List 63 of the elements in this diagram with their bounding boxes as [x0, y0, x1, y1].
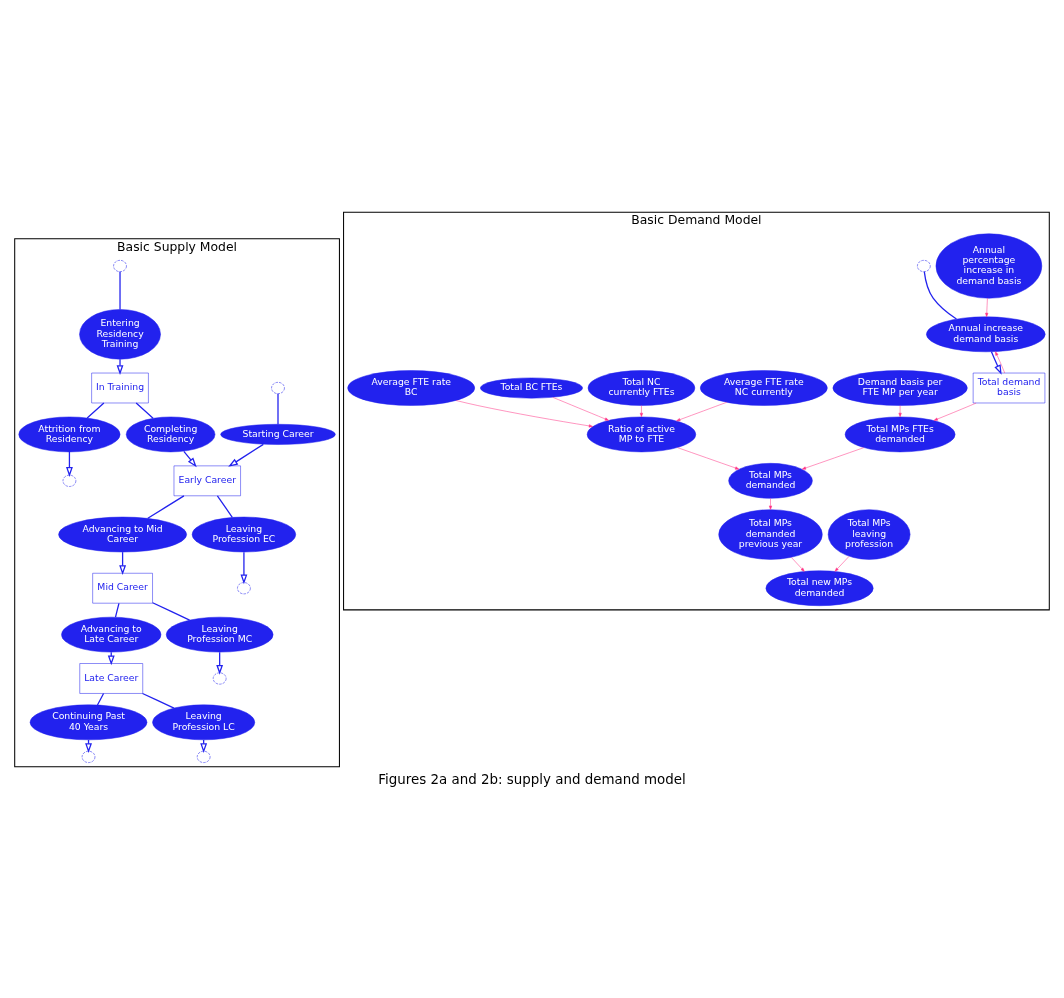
arrow: [834, 556, 850, 572]
connector: [147, 495, 185, 519]
arrow: [455, 400, 593, 428]
arrow: [933, 402, 977, 421]
node-ellipse: Starting Career: [220, 424, 336, 445]
node-cloud: [917, 260, 931, 272]
arrow: [985, 297, 989, 317]
node-cloud: [196, 750, 211, 763]
arrow: [240, 551, 248, 585]
node-ellipse: Average FTE rate BC: [347, 370, 475, 406]
node-cloud: [237, 582, 251, 595]
arrow: [791, 557, 805, 572]
node-ellipse: Total MPs leaving profession: [827, 509, 911, 560]
node-ellipse: Leaving Profession EC: [191, 516, 296, 553]
node-cloud: [62, 474, 77, 487]
node-cloud: [271, 382, 285, 394]
node-ellipse: Leaving Profession MC: [166, 616, 274, 653]
node-box: Mid Career: [92, 573, 153, 604]
node-ellipse: Leaving Profession LC: [152, 704, 255, 741]
connector: [86, 402, 105, 419]
node-ellipse: Annual percentage increase in demand basis: [935, 233, 1043, 299]
connector: [152, 602, 191, 621]
arrow: [228, 443, 264, 467]
connector: [96, 692, 105, 706]
node-cloud: [113, 260, 127, 272]
node-ellipse: Demand basis per FTE MP per year: [832, 370, 968, 406]
arrow: [769, 498, 773, 510]
node-ellipse: Advancing to Mid Career: [58, 516, 187, 553]
arrow: [552, 397, 609, 421]
node-ellipse: Total MPs demanded previous year: [718, 509, 823, 560]
node-ellipse: Average FTE rate NC currently: [700, 370, 828, 406]
node-ellipse: Entering Residency Training: [79, 309, 161, 360]
node-ellipse: Total NC currently FTEs: [587, 370, 696, 406]
node-ellipse: Completing Residency: [125, 416, 216, 453]
node-box: Late Career: [79, 663, 143, 694]
connector: [119, 271, 121, 311]
arrow: [990, 351, 1002, 375]
arrow: [995, 351, 1005, 374]
node-ellipse: Annual increase demand basis: [926, 316, 1046, 353]
connector: [216, 495, 233, 518]
connector: [135, 402, 154, 419]
arrow: [116, 358, 124, 375]
connector: [923, 271, 958, 320]
node-cloud: [212, 672, 227, 685]
node-ellipse: Attrition from Residency: [18, 416, 121, 453]
connector: [277, 393, 279, 425]
connector: [114, 602, 120, 618]
node-ellipse: Continuing Past 40 Years: [29, 704, 148, 741]
node-box: In Training: [91, 372, 149, 404]
arrow: [898, 405, 902, 418]
node-box: Early Career: [173, 465, 241, 497]
arrow: [676, 402, 727, 422]
arrow: [677, 447, 740, 470]
node-cloud: [81, 750, 96, 763]
caption: Figures 2a and 2b: supply and demand model: [378, 771, 686, 787]
node-ellipse: Advancing to Late Career: [61, 616, 162, 653]
node-ellipse: Total BC FTEs: [480, 377, 583, 399]
node-ellipse: Total new MPs demanded: [765, 570, 874, 606]
connector: [141, 692, 175, 709]
arrow: [639, 405, 643, 418]
arrow: [183, 450, 197, 468]
node-box: Total demand basis: [972, 372, 1046, 404]
arrow: [801, 447, 865, 470]
